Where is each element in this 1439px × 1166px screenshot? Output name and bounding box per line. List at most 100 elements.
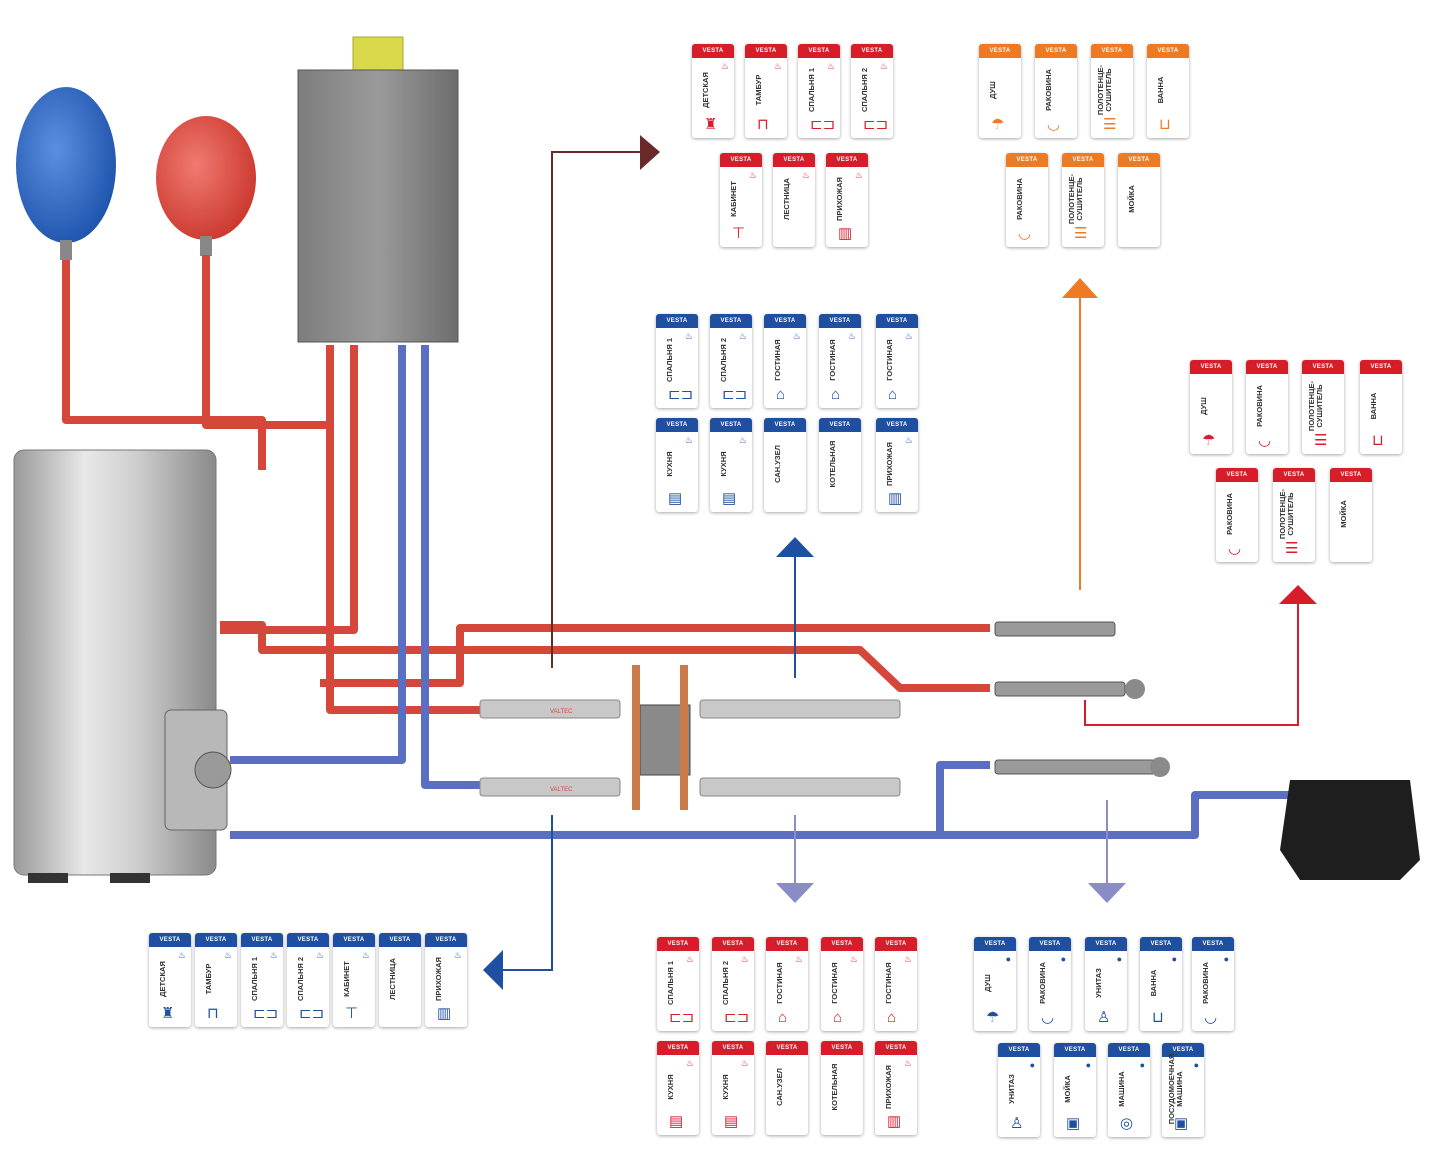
manifold-label-bottom: VALTEC <box>550 787 573 793</box>
water-drop-icon: ● <box>1060 954 1066 964</box>
brand-header: VESTA <box>764 418 806 432</box>
brand-header: VESTA <box>656 314 698 328</box>
room-tag: VESTA♨СПАЛЬНЯ 2⊏⊐ <box>710 314 752 408</box>
room-tag: VESTA●ДУШ☂ <box>974 937 1016 1031</box>
room-tag: VESTA♨ТАМБУР⊓ <box>745 44 787 138</box>
heating-pipes-red <box>62 255 990 714</box>
washing-machine-icon: ◎ <box>1120 1115 1134 1132</box>
brand-header: VESTA <box>149 933 191 947</box>
room-tag: VESTA♨ДЕТСКАЯ♜ <box>149 933 191 1027</box>
flame-icon: ♨ <box>740 954 749 964</box>
room-tag: VESTA♨СПАЛЬНЯ 1⊏⊐ <box>656 314 698 408</box>
sink-icon: ◡ <box>1018 225 1032 242</box>
towel-rail-icon: ☰ <box>1103 116 1117 133</box>
water-drop-icon: ● <box>1193 1060 1199 1070</box>
brand-header: VESTA <box>1273 468 1315 482</box>
flame-icon: ♨ <box>269 950 278 960</box>
water-drop-icon: ● <box>1139 1060 1145 1070</box>
brand-header: VESTA <box>425 933 467 947</box>
dishwasher-icon: ▣ <box>1066 1115 1081 1132</box>
brand-header: VESTA <box>712 937 754 951</box>
water-drop-icon: ● <box>1029 1060 1035 1070</box>
brand-header: VESTA <box>692 44 734 58</box>
room-tag: VESTA♨КАБИНЕТ⊤ <box>333 933 375 1027</box>
room-tag: VESTA●ПОСУДОМОЕЧНАЯ МАШИНА▣ <box>1162 1043 1204 1137</box>
brand-header: VESTA <box>720 153 762 167</box>
gas-boiler <box>297 36 459 343</box>
flame-icon: ♨ <box>740 1058 749 1068</box>
bed-icon: ⊏⊐ <box>810 116 836 133</box>
sofa-icon: ⌂ <box>887 1009 897 1026</box>
room-tag: VESTA●УНИТАЗ♙ <box>1085 937 1127 1031</box>
brand-header: VESTA <box>876 418 918 432</box>
room-tag: VESTA♨ГОСТИНАЯ⌂ <box>766 937 808 1031</box>
water-drop-icon: ● <box>1005 954 1011 964</box>
brand-header: VESTA <box>1330 468 1372 482</box>
room-tag: VESTA♨ТАМБУР⊓ <box>195 933 237 1027</box>
brand-header: VESTA <box>1302 360 1344 374</box>
room-label: МОЙКА <box>1339 500 1348 528</box>
brand-header: VESTA <box>998 1043 1040 1057</box>
brand-header: VESTA <box>875 1041 917 1055</box>
bed-icon: ⊏⊐ <box>724 1009 750 1026</box>
flame-icon: ♨ <box>854 170 863 180</box>
brand-header: VESTA <box>1091 44 1133 58</box>
brand-header: VESTA <box>1006 153 1048 167</box>
flame-icon: ♨ <box>453 950 462 960</box>
expansion-vessel-red <box>156 116 256 256</box>
brand-header: VESTA <box>745 44 787 58</box>
sofa-icon: ⌂ <box>833 1009 843 1026</box>
desk-icon: ⊤ <box>732 225 746 242</box>
brand-header: VESTA <box>798 44 840 58</box>
brand-header: VESTA <box>241 933 283 947</box>
flame-icon: ♨ <box>879 61 888 71</box>
flame-icon: ♨ <box>684 331 693 341</box>
cold-water-manifold <box>994 757 1170 777</box>
room-tag: VESTA♨КАБИНЕТ⊤ <box>720 153 762 247</box>
room-tag: VESTA♨СПАЛЬНЯ 2⊏⊐ <box>712 937 754 1031</box>
brand-header: VESTA <box>766 937 808 951</box>
brand-header: VESTA <box>1054 1043 1096 1057</box>
desk-icon: ⊤ <box>345 1005 359 1022</box>
room-tag: VESTA♨КУХНЯ▤ <box>656 418 698 512</box>
sink-icon: ◡ <box>1204 1009 1218 1026</box>
flame-icon: ♨ <box>315 950 324 960</box>
brand-header: VESTA <box>974 937 1016 951</box>
flame-icon: ♨ <box>738 331 747 341</box>
brand-header: VESTA <box>1246 360 1288 374</box>
kids-icon: ♜ <box>161 1005 175 1022</box>
room-tag: VESTA♨ПРИХОЖАЯ▥ <box>875 1041 917 1135</box>
room-tag: VESTA♨СПАЛЬНЯ 2⊏⊐ <box>851 44 893 138</box>
room-tag: VESTA●РАКОВИНА◡ <box>1192 937 1234 1031</box>
pump-station <box>1280 780 1420 880</box>
flame-icon: ♨ <box>773 61 782 71</box>
brand-header: VESTA <box>1216 468 1258 482</box>
room-tag: VESTA♨ГОСТИНАЯ⌂ <box>875 937 917 1031</box>
brand-header: VESTA <box>851 44 893 58</box>
brand-header: VESTA <box>1035 44 1077 58</box>
flame-icon: ♨ <box>847 331 856 341</box>
room-tag: VESTA●МОЙКА▣ <box>1054 1043 1096 1137</box>
room-label: КОТЕЛЬНАЯ <box>828 440 837 488</box>
hallway-icon: ⊓ <box>207 1005 219 1022</box>
water-drop-icon: ● <box>1171 954 1177 964</box>
room-tag: VESTA♨ЛЕСТНИЦА <box>773 153 815 247</box>
hot-water-manifold-orange <box>994 621 1116 637</box>
kitchen-icon: ▤ <box>669 1113 684 1130</box>
sofa-icon: ⌂ <box>888 386 898 403</box>
brand-header: VESTA <box>819 314 861 328</box>
brand-header: VESTA <box>1085 937 1127 951</box>
brand-header: VESTA <box>333 933 375 947</box>
kitchen-icon: ▤ <box>722 490 737 507</box>
flame-icon: ♨ <box>177 950 186 960</box>
